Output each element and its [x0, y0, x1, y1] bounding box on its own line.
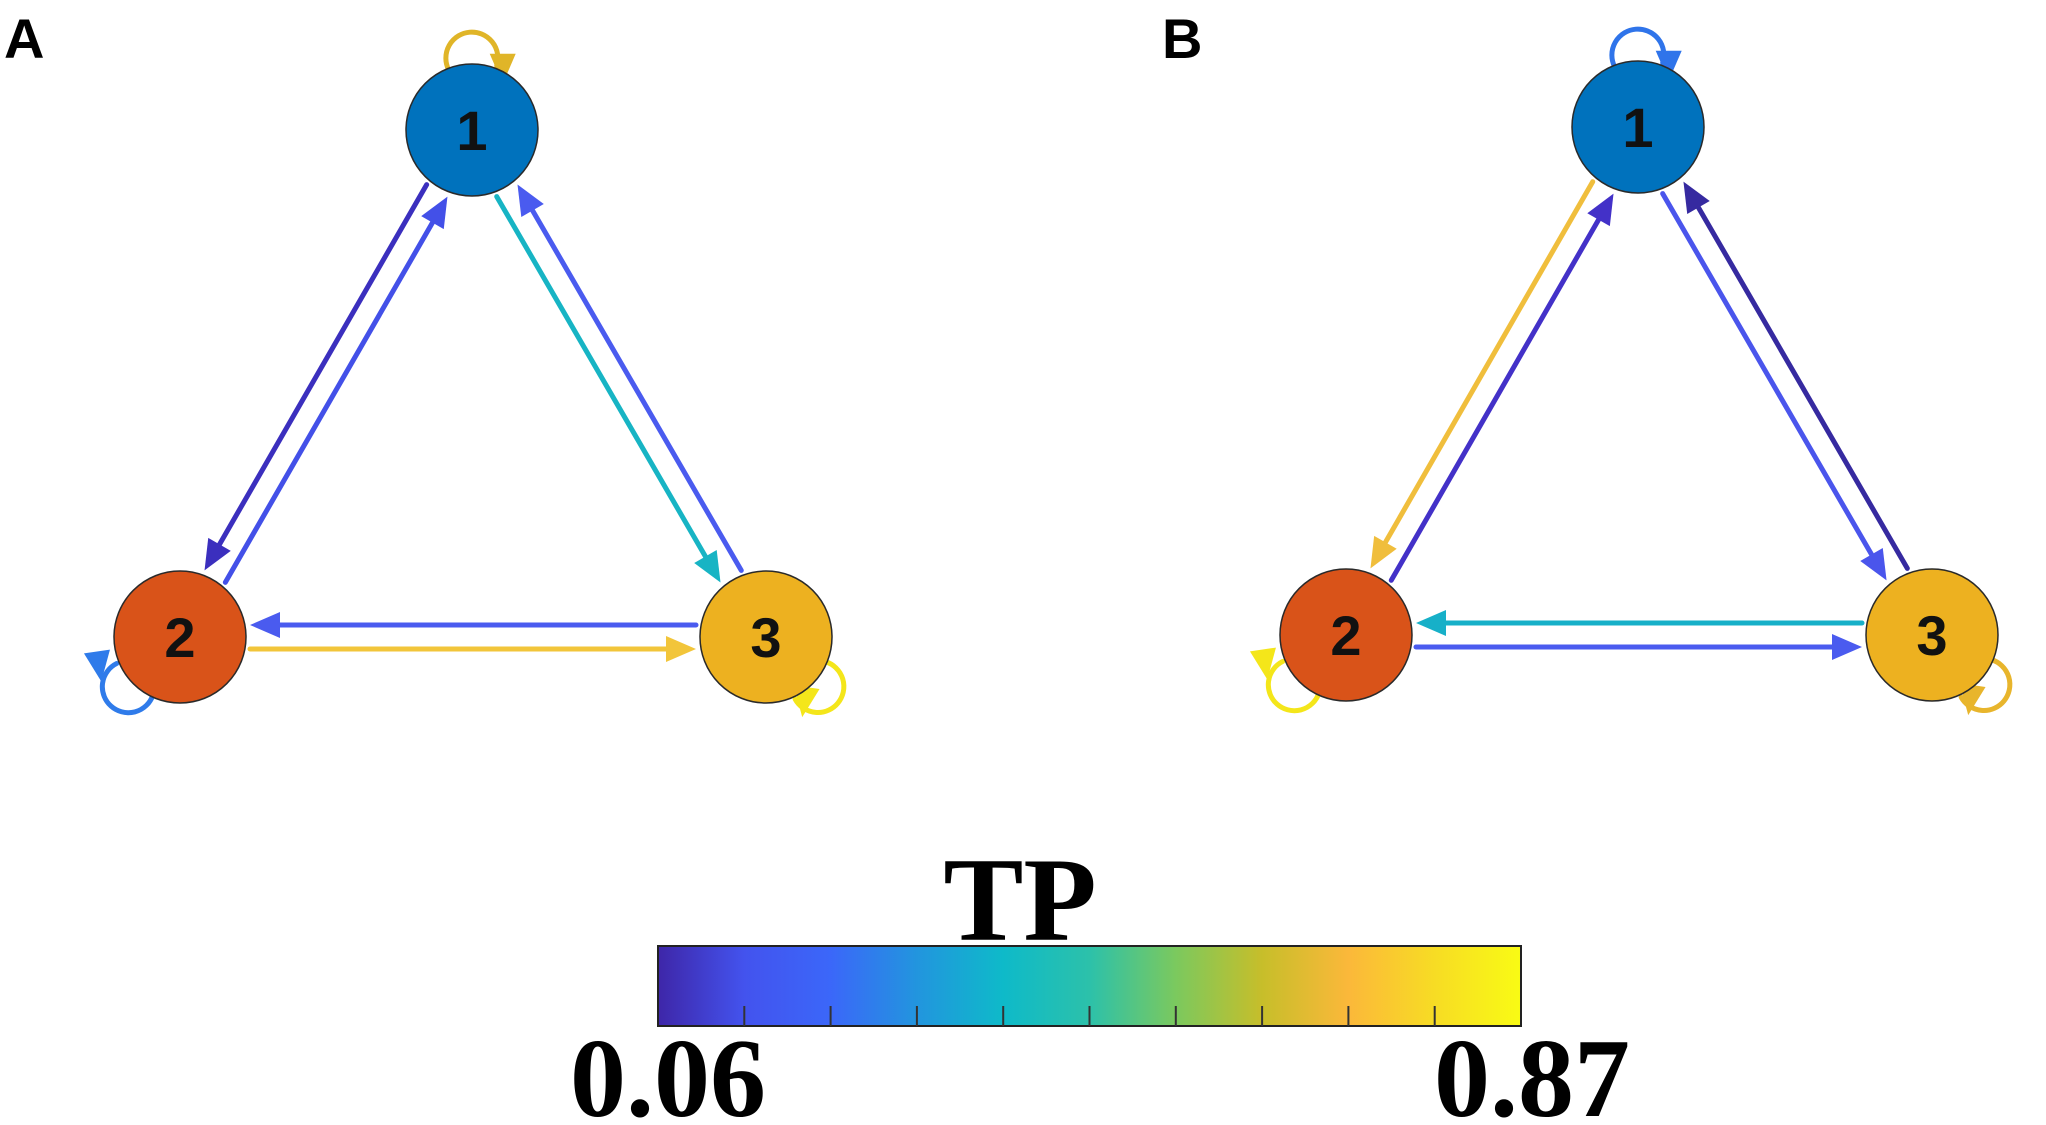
edge-3-to-1-arrowhead: [1683, 181, 1710, 215]
panel-b-edges: [1370, 179, 1910, 660]
node-1-label: 1: [456, 99, 487, 162]
node-2: 2: [1279, 568, 1413, 702]
node-1: 1: [405, 63, 539, 197]
colorbar-ticks: [743, 1006, 1436, 1026]
self-loop-1: [1609, 26, 1682, 81]
edge-3-to-2: [250, 612, 699, 638]
self-loop-2: [1249, 647, 1322, 714]
edge-2-to-1-arrowhead: [1587, 193, 1614, 227]
self-loop-2-arc: [1265, 658, 1322, 714]
node-3: 3: [699, 570, 833, 704]
edge-3-to-1: [1683, 181, 1910, 571]
edge-2-to-1: [1388, 193, 1614, 583]
edge-1-to-2: [204, 182, 430, 571]
edge-3-to-2: [1416, 610, 1865, 636]
edge-2-to-1-arrowhead: [421, 196, 448, 230]
node-3-circle: [699, 570, 833, 704]
edge-1-to-2-arrowhead: [1370, 535, 1397, 569]
edge-3-to-2-arrowhead: [1416, 610, 1446, 636]
panel-b: B 1 2 3: [1162, 7, 2013, 716]
edge-2-to-3-arrowhead: [1832, 634, 1862, 660]
self-loop-1-arrowhead: [1655, 50, 1682, 81]
edge-3-to-1-line: [528, 204, 744, 573]
panel-a-nodes: 1 2 3: [113, 63, 833, 704]
colorbar-max-label: 0.87: [1434, 1017, 1630, 1125]
edge-1-to-3: [494, 194, 721, 583]
edge-1-to-3-arrowhead: [1860, 547, 1887, 581]
node-2-label: 2: [164, 606, 195, 669]
edge-3-to-2-arrowhead: [250, 612, 280, 638]
edge-2-to-3: [1413, 634, 1862, 660]
self-loop-1-arrowhead: [489, 53, 516, 84]
self-loop-1-arc: [443, 29, 501, 73]
node-2-circle: [1279, 568, 1413, 702]
edge-3-to-1-line: [1693, 201, 1910, 571]
node-3-label: 3: [1916, 604, 1947, 667]
self-loop-1: [443, 29, 516, 84]
edge-3-to-1: [517, 184, 744, 573]
node-1-circle: [405, 63, 539, 197]
edge-1-to-3-line: [494, 194, 710, 563]
edge-2-to-3-arrowhead: [666, 636, 696, 662]
panel-b-label: B: [1162, 7, 1202, 70]
edge-2-to-1: [222, 196, 448, 585]
edge-2-to-1-line: [1388, 213, 1604, 583]
edge-3-to-1-arrowhead: [517, 184, 544, 218]
edge-2-to-3: [247, 636, 696, 662]
colorbar-title: TP: [943, 833, 1096, 966]
edge-1-to-3-line: [1660, 191, 1877, 561]
node-3-circle: [1865, 568, 1999, 702]
self-loop-2-arrowhead: [83, 649, 110, 682]
edge-2-to-1-line: [222, 216, 437, 585]
edge-1-to-2-line: [1380, 179, 1596, 549]
node-1-circle: [1571, 60, 1705, 194]
node-1-label: 1: [1622, 96, 1653, 159]
edge-1-to-2-line: [215, 182, 430, 551]
colorbar-min-label: 0.06: [570, 1017, 766, 1125]
edge-1-to-3-arrowhead: [694, 549, 721, 583]
node-2-circle: [113, 570, 247, 704]
panel-a-edges: [204, 182, 744, 662]
self-loop-2-arc: [99, 660, 156, 716]
panel-b-nodes: 1 2 3: [1279, 60, 1999, 702]
panel-a: A 1 2 3: [4, 7, 847, 718]
node-3-label: 3: [750, 606, 781, 669]
colorbar: TP 0.06 0.87: [570, 833, 1630, 1125]
self-loop-1-arc: [1609, 26, 1667, 70]
node-3: 3: [1865, 568, 1999, 702]
panel-a-label: A: [4, 7, 44, 70]
self-loop-2-arrowhead: [1249, 647, 1276, 680]
node-1: 1: [1571, 60, 1705, 194]
node-2-label: 2: [1330, 604, 1361, 667]
node-2: 2: [113, 570, 247, 704]
edge-1-to-3: [1660, 191, 1887, 581]
self-loop-2: [83, 649, 156, 716]
edge-1-to-2: [1370, 179, 1596, 569]
edge-1-to-2-arrowhead: [204, 537, 231, 571]
